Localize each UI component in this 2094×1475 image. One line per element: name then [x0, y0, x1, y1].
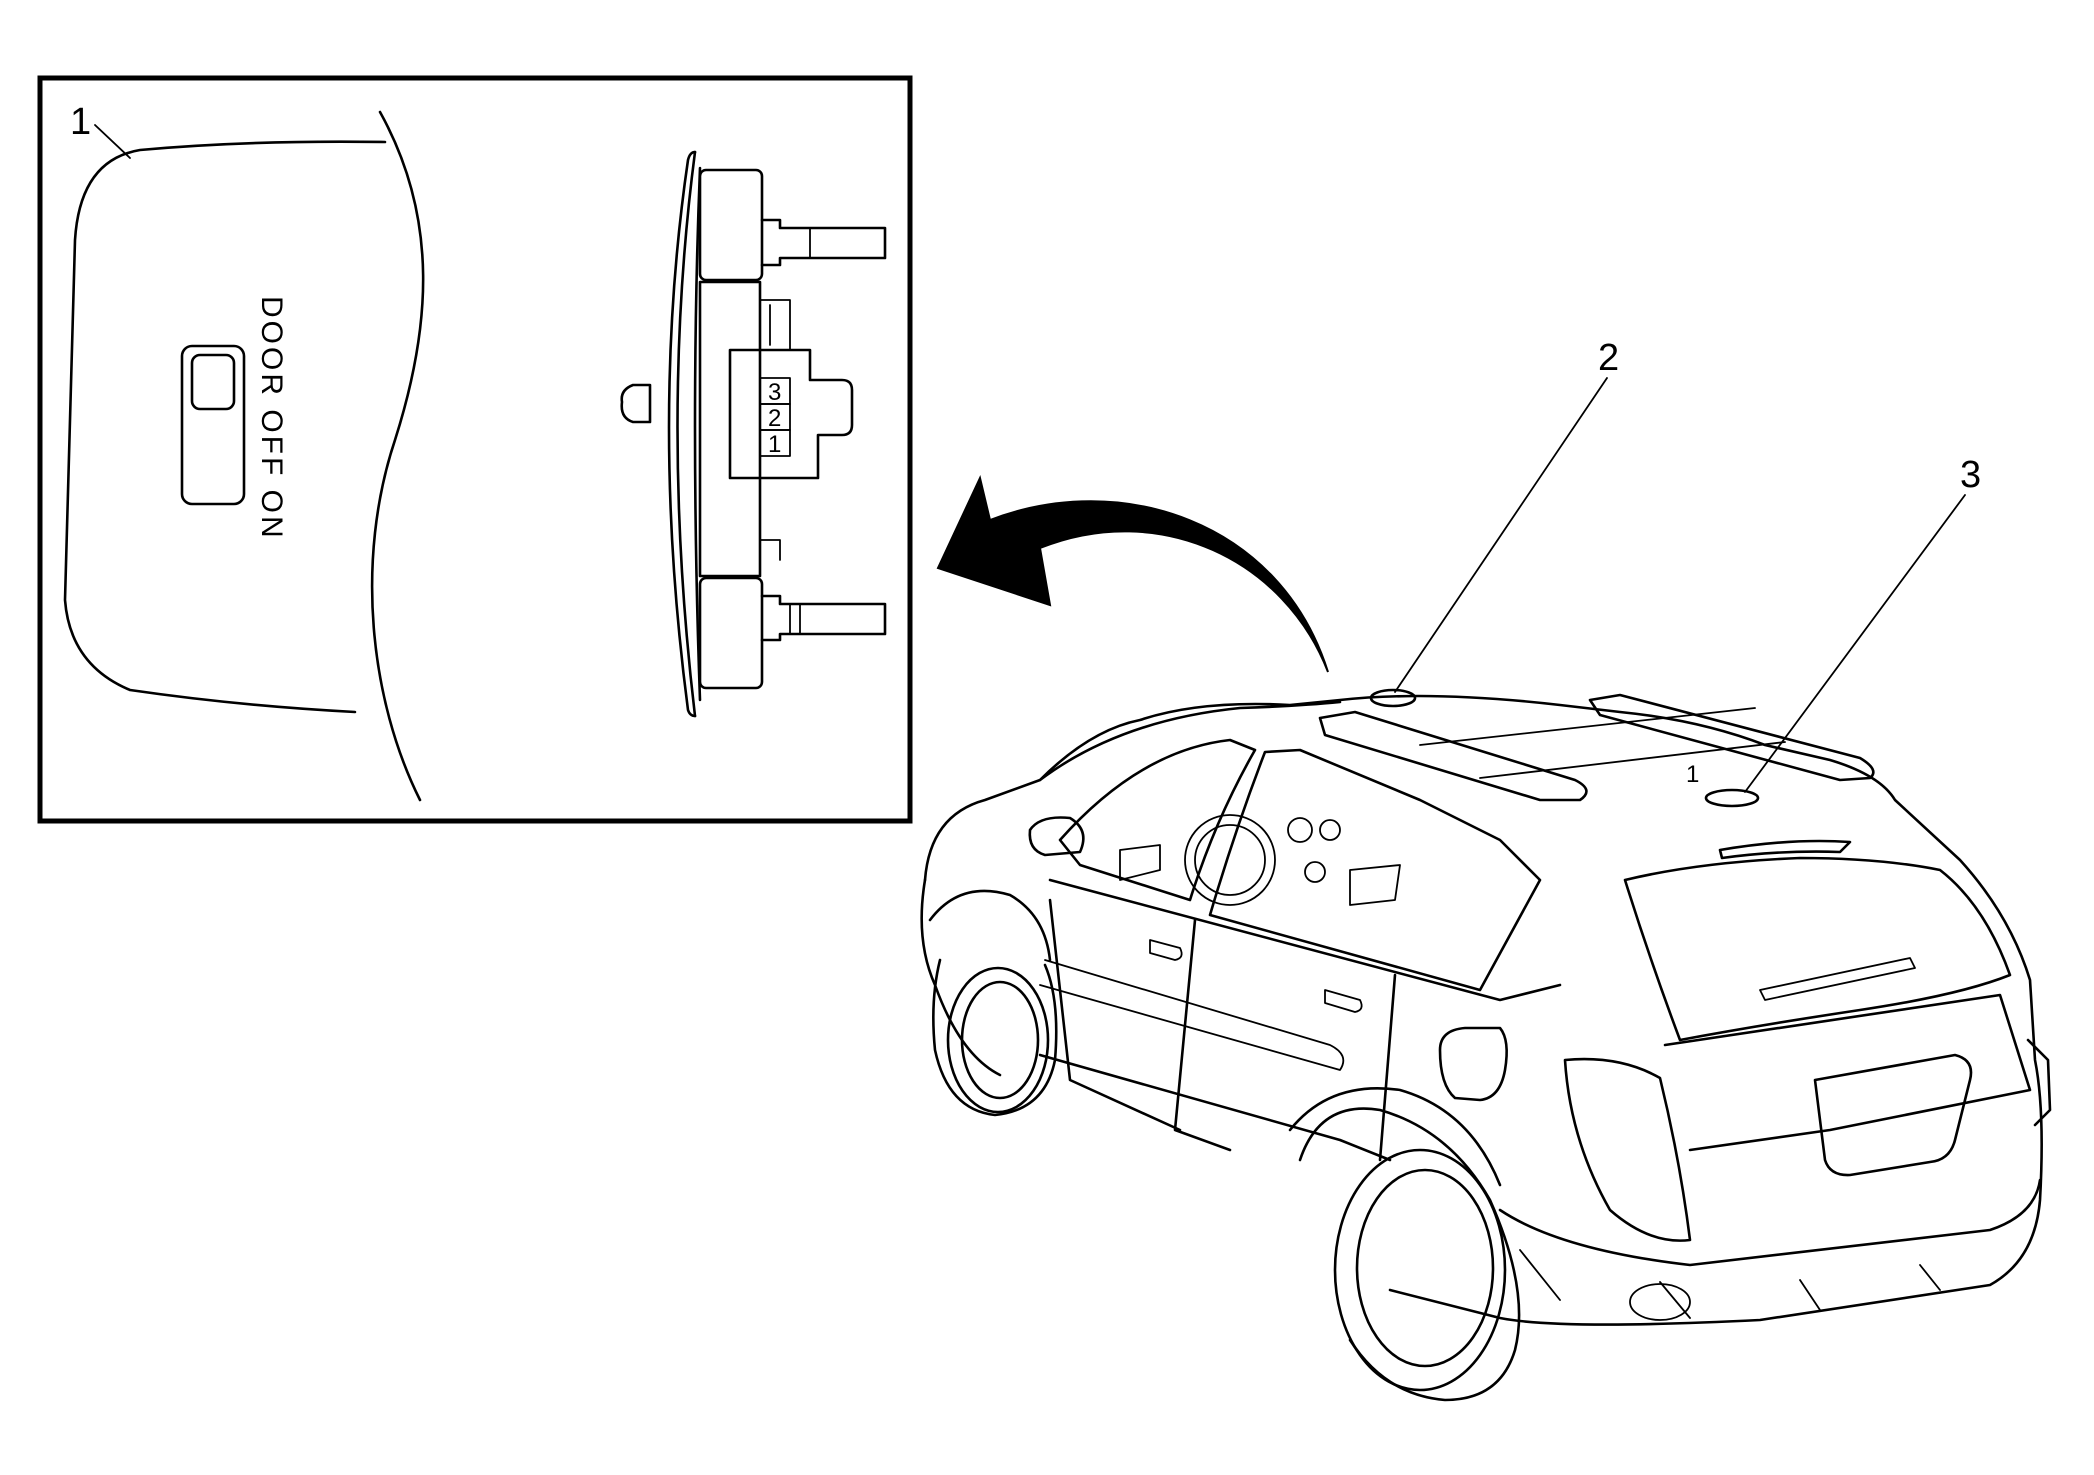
roof-rail-front [1318, 710, 1588, 802]
detail-arrow [936, 474, 1329, 673]
front-dome-lamp [1369, 688, 1417, 708]
switch-position-label: DOOR OFF ON [255, 296, 288, 541]
front-wheel [928, 889, 1058, 1117]
callout-label-3: 3 [1960, 454, 1981, 496]
roof-rail-rear [1588, 693, 1875, 782]
connector-pin-2: 2 [768, 405, 781, 432]
connector-pin-3: 3 [768, 379, 781, 406]
callout-3: 3 [1744, 454, 1981, 793]
lamp-switch [180, 344, 246, 506]
dome-lamp-front-view: DOOR OFF ON [63, 110, 425, 802]
side-window-rear [1208, 748, 1542, 992]
callout-1: 1 [70, 101, 131, 159]
detail-inset: DOOR OFF ON 1 [37, 75, 913, 824]
lamp-switch-knob [190, 353, 236, 411]
callout-label-1: 1 [70, 101, 91, 143]
rear-dome-lamp [1704, 788, 1760, 808]
roof-marker: 1 [1686, 761, 1699, 788]
side-window-front [1058, 738, 1257, 902]
inset-frame [37, 75, 913, 824]
callout-2: 2 [1394, 337, 1619, 693]
rear-wheel [1288, 1087, 1521, 1402]
headliner-cutout-edge [370, 110, 425, 802]
dome-lamp-side-view: 3 2 1 [620, 150, 887, 718]
connector-pins: 3 2 1 [759, 377, 791, 458]
connector-pin-1: 1 [768, 431, 781, 458]
vehicle-rear-three-quarter-view: 1 [920, 688, 2052, 1402]
callout-label-2: 2 [1598, 337, 1619, 379]
